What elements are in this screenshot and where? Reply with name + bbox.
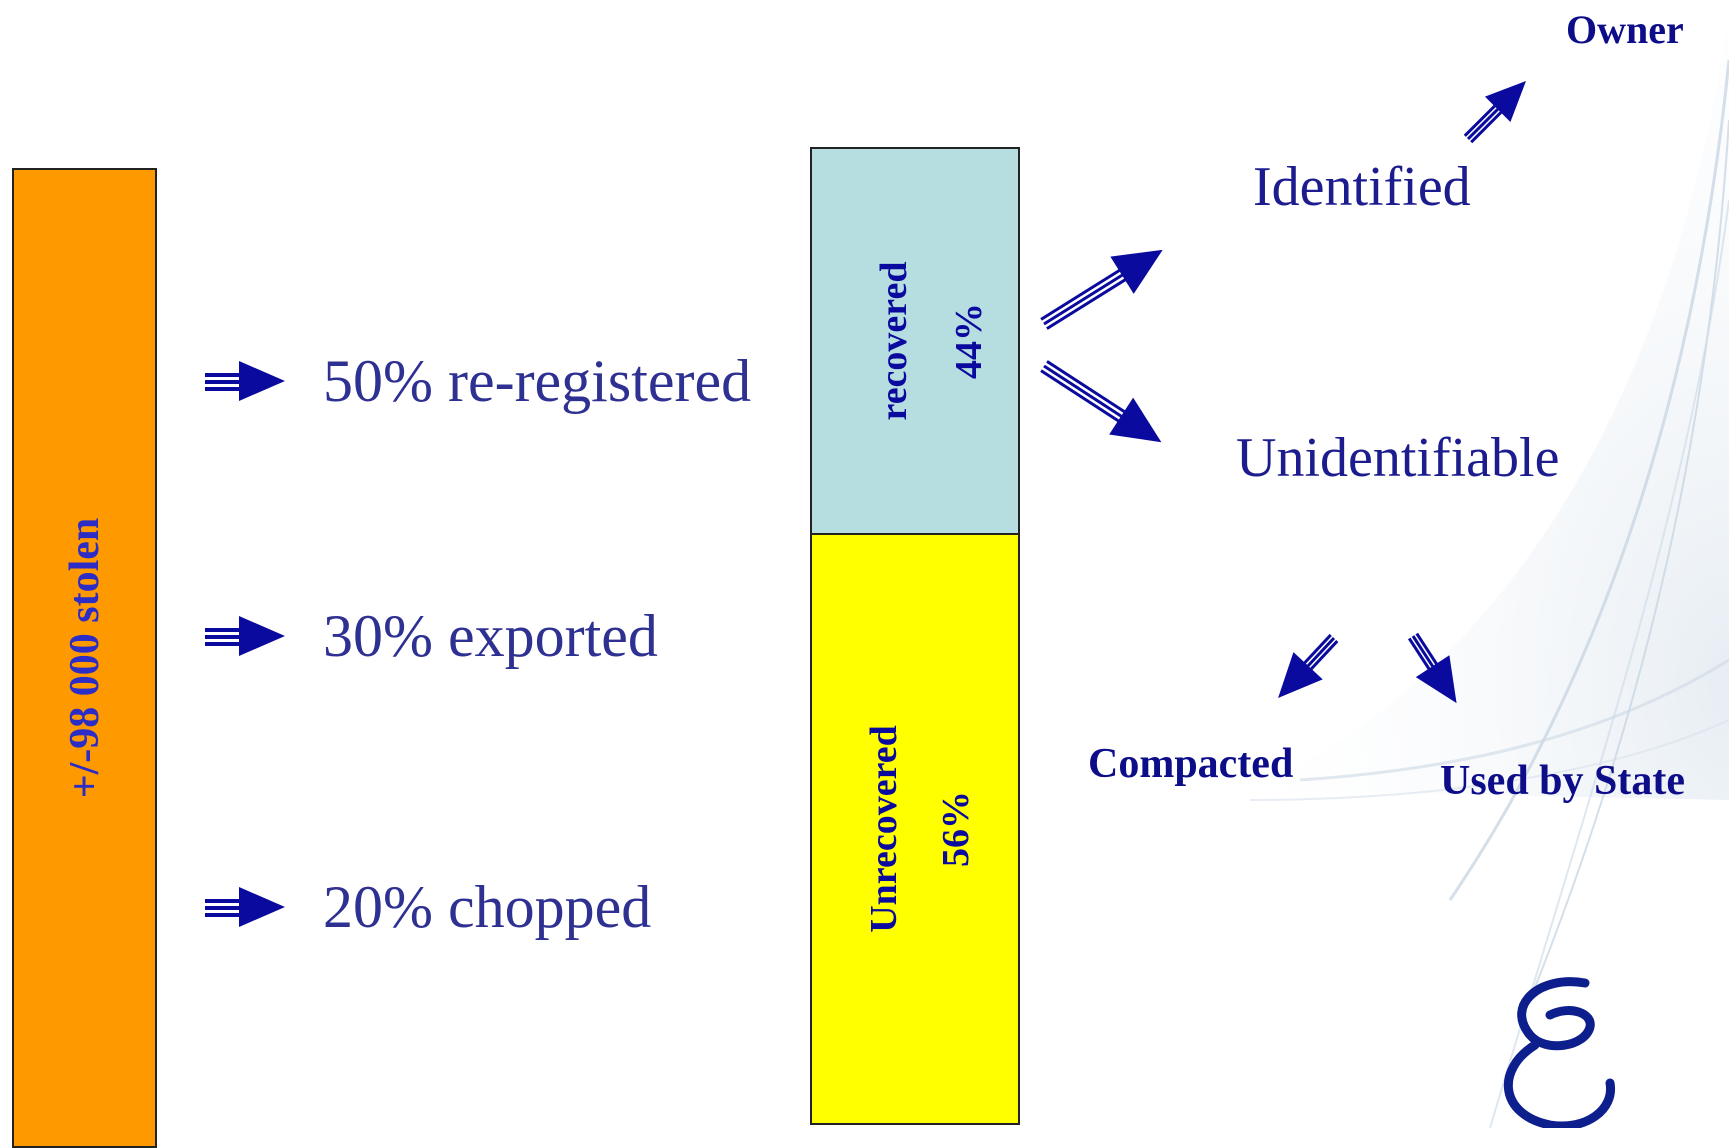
double-arrow-icon [205, 361, 285, 401]
recovered-label: recovered [873, 261, 916, 421]
owner-label: Owner [1566, 7, 1684, 52]
fate-label: 20% chopped [323, 873, 652, 940]
compacted-label: Compacted [1088, 741, 1294, 787]
recovery-split-bar: recovered 44% Unrecovered 56% [810, 147, 1020, 1125]
arrow-to-compacted-icon [1278, 633, 1339, 698]
fate-row-chopped: 20% chopped [205, 872, 651, 942]
identified-label: Identified [1253, 156, 1471, 218]
swirl-logo [1503, 977, 1615, 1128]
stolen-total-bar: +/-98 000 stolen [12, 168, 157, 1148]
arrow-to-owner-icon [1463, 81, 1526, 144]
recovered-segment: recovered 44% [812, 149, 1018, 535]
unrecovered-segment: Unrecovered 56% [812, 535, 1018, 1123]
fate-label: 30% exported [323, 602, 658, 669]
arrow-to-identified-icon [1040, 250, 1163, 330]
fate-row-re-registered: 50% re-registered [205, 346, 751, 416]
arrow-to-unidentifiable-icon [1040, 360, 1162, 443]
double-arrow-icon [205, 887, 285, 927]
fate-label: 50% re-registered [323, 347, 752, 414]
unidentifiable-label: Unidentifiable [1236, 427, 1560, 489]
double-arrow-icon [205, 616, 285, 656]
arrow-to-used-by-state-icon [1407, 632, 1457, 704]
used-by-state-label: Used by State [1440, 758, 1686, 804]
fate-row-exported: 30% exported [205, 601, 658, 671]
recovered-percent: 44% [947, 303, 990, 379]
unrecovered-percent: 56% [935, 791, 978, 867]
stolen-total-label: +/-98 000 stolen [61, 517, 108, 799]
unrecovered-label: Unrecovered [863, 725, 906, 933]
